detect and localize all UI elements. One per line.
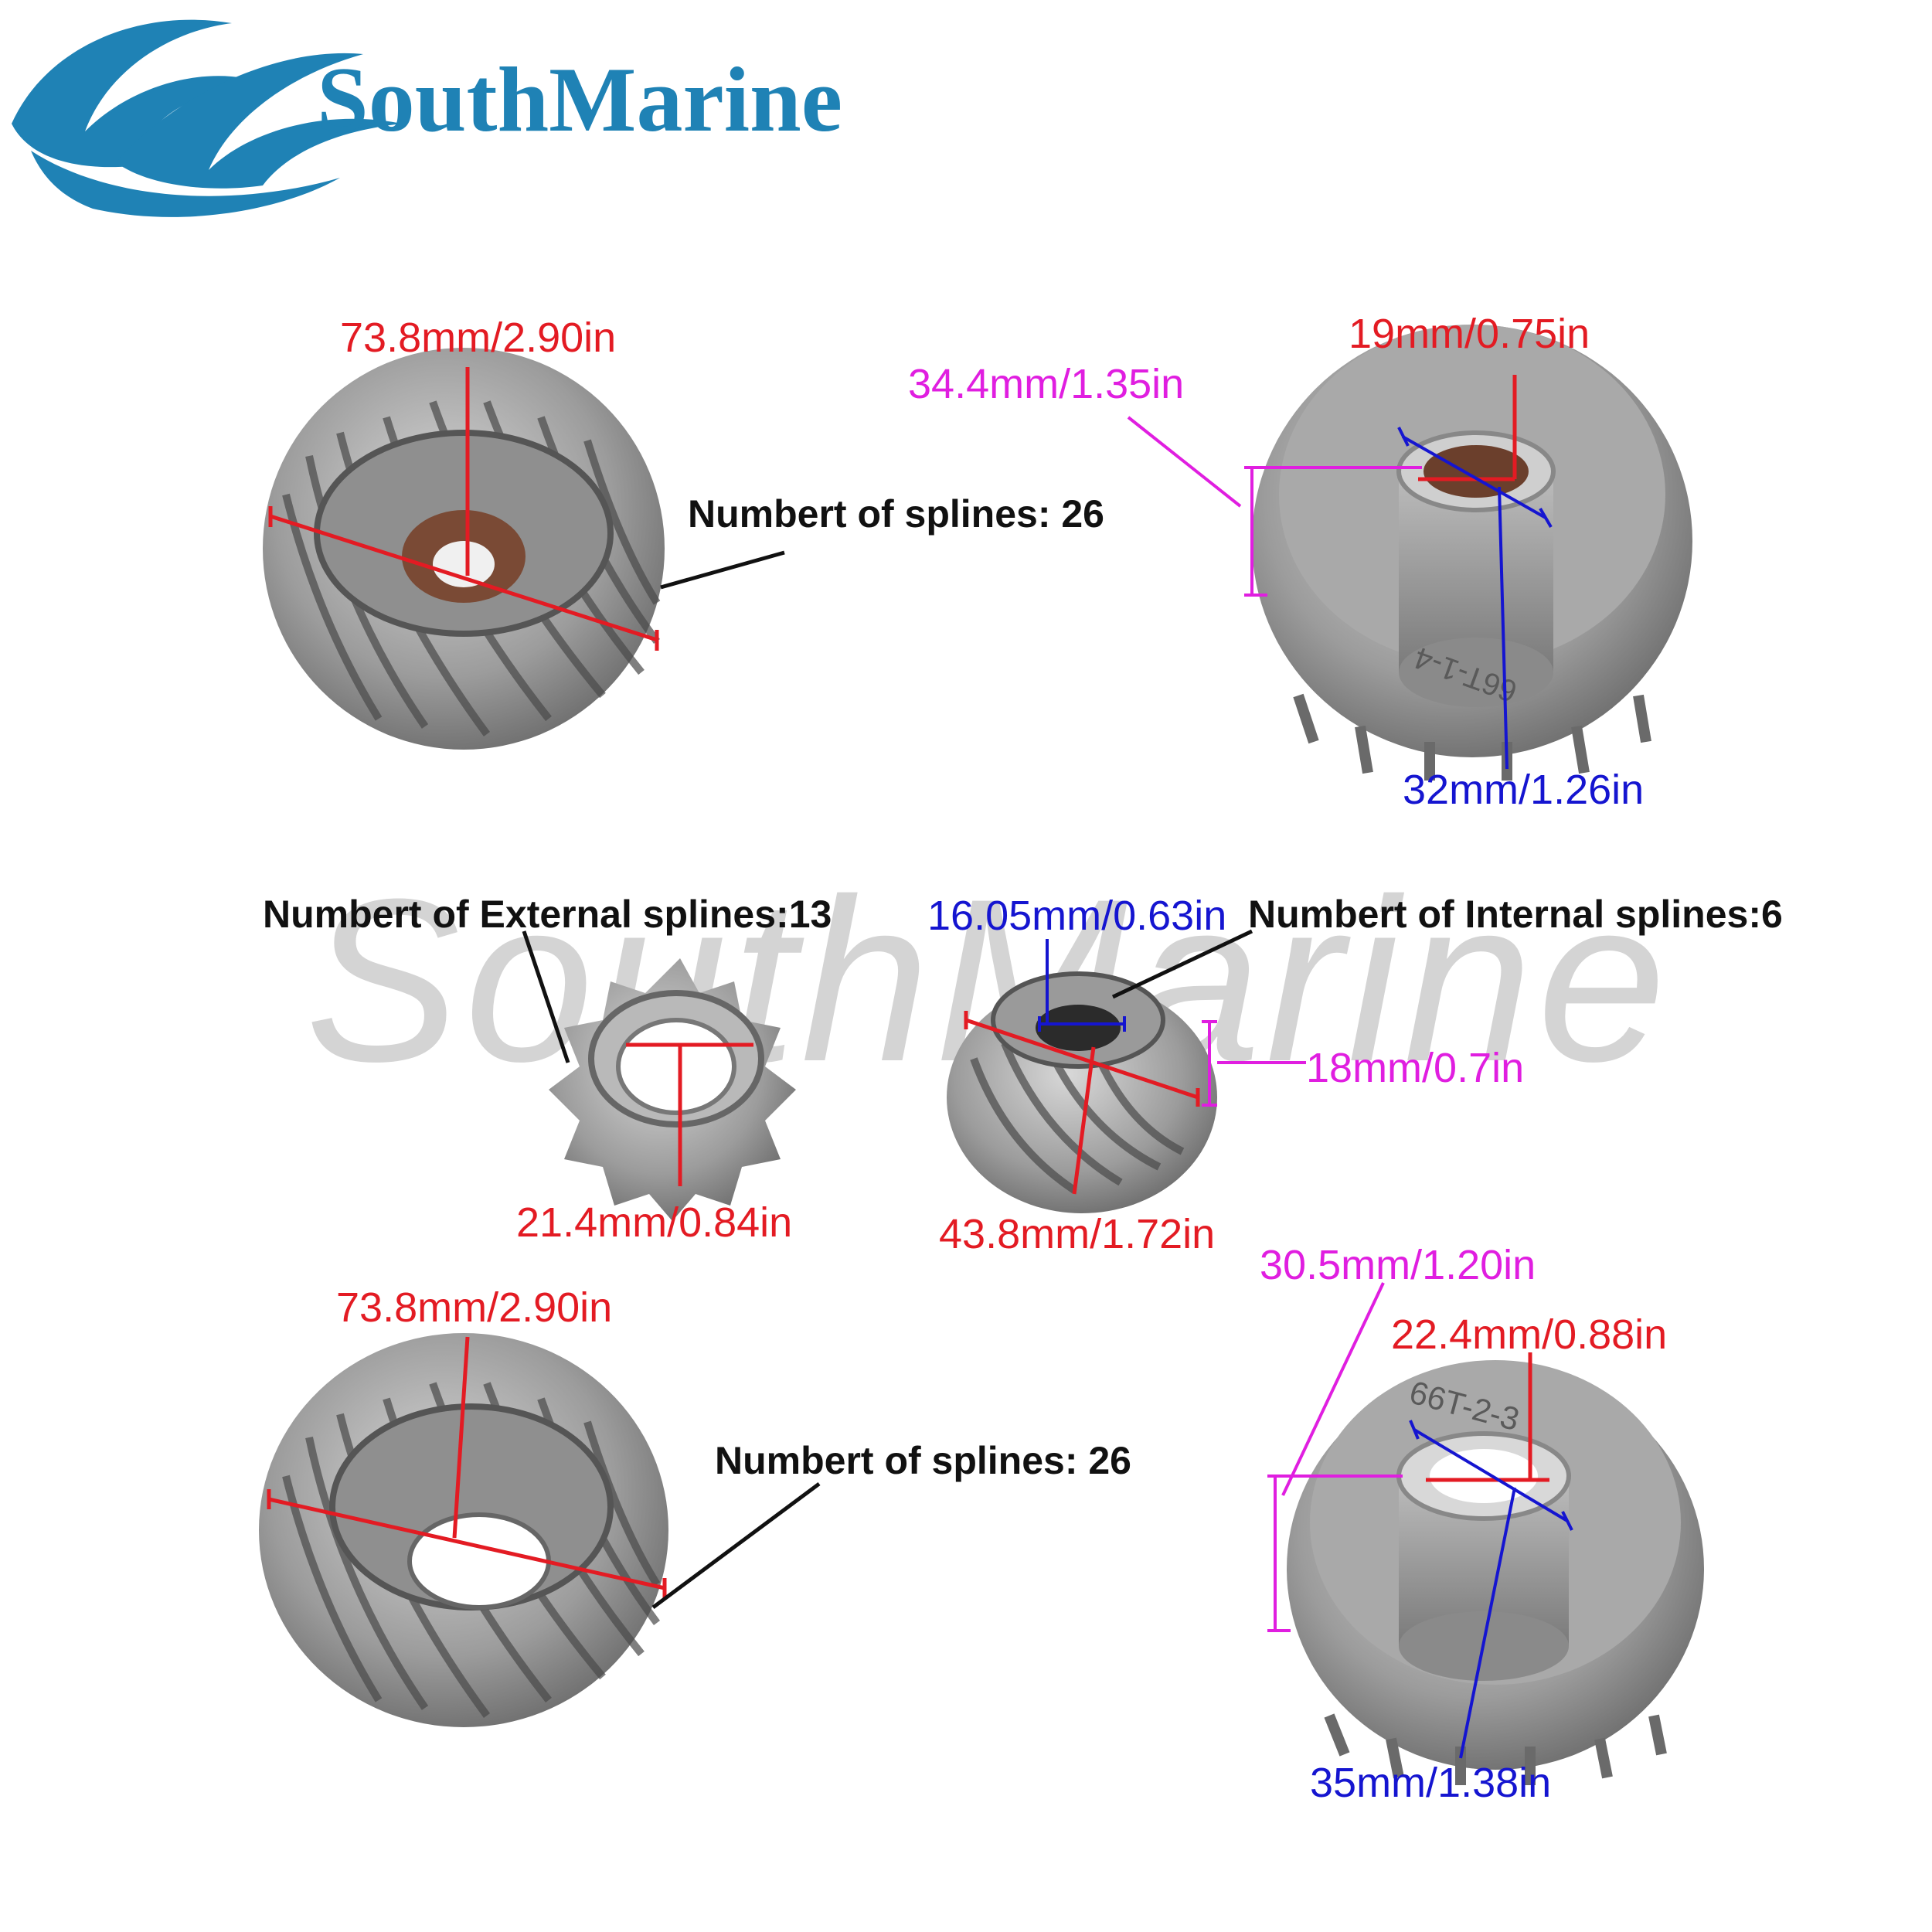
gear4-diameter-label: 43.8mm/1.72in [939, 1211, 1216, 1257]
gear4-splines-label: Numbert of Internal splines:6 [1248, 893, 1783, 936]
gear3-splines-label: Numbert of External splines:13 [263, 893, 832, 936]
bearing-gear-bottom-right: 66T-2-3 [1287, 1360, 1704, 1785]
gear6-bore-label: 22.4mm/0.88in [1391, 1311, 1668, 1358]
gear3-bore-label: 21.4mm/0.84in [516, 1199, 793, 1246]
gear5-splines-label: Numbert of splines: 26 [715, 1439, 1131, 1482]
gear2-bore-label: 19mm/0.75in [1349, 311, 1590, 357]
bevel-gear-top-left [263, 348, 665, 750]
pinion-gear-external [549, 958, 796, 1221]
gear5-diameter-label: 73.8mm/2.90in [336, 1284, 613, 1331]
bearing-gear-top-right: 66T-1-4 [1252, 325, 1692, 781]
gear4-height-label: 18mm/0.7in [1306, 1045, 1525, 1091]
brand-name: SouthMarine [317, 48, 843, 151]
gear4-bore-label: 16.05mm/0.63in [927, 893, 1227, 939]
gear2-height-label: 34.4mm/1.35in [908, 361, 1185, 407]
gear6-height-label: 30.5mm/1.20in [1260, 1242, 1536, 1288]
gear1-splines-label: Numbert of splines: 26 [688, 492, 1104, 536]
gear6-hub-label: 35mm/1.38in [1310, 1760, 1552, 1806]
gear1-diameter-label: 73.8mm/2.90in [340, 315, 617, 361]
gear2-hub-label: 32mm/1.26in [1403, 767, 1645, 813]
